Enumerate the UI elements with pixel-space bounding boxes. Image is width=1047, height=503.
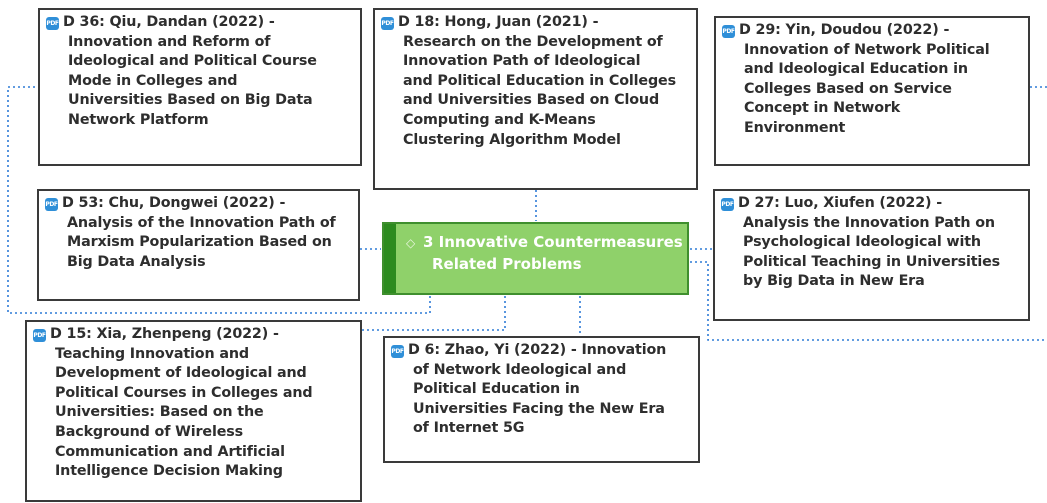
node-line: Mode in Colleges and [68, 72, 238, 89]
pdf-icon: PDF [391, 345, 404, 358]
node-line: Teaching Innovation and [55, 345, 249, 362]
node-line: Innovation and Reform of [68, 33, 271, 50]
source-node-d53[interactable]: PDF D 53: Chu, Dongwei (2022) - Analysis … [37, 189, 360, 301]
connector-d15 [362, 296, 506, 331]
node-line: Network Platform [68, 111, 209, 128]
node-line: and Universities Based on Cloud [403, 92, 660, 109]
node-line: Colleges Based on Service [744, 80, 952, 97]
source-node-d29[interactable]: PDF D 29: Yin, Doudou (2022) - Innovation… [714, 16, 1030, 166]
node-line: Innovation Path of Ideological [403, 53, 641, 70]
node-line: Analysis of the Innovation Path of [67, 214, 336, 231]
pdf-icon: PDF [381, 17, 394, 30]
node-line: of Network Ideological and [413, 361, 627, 378]
pdf-icon: PDF [46, 17, 59, 30]
node-line: Universities: Based on the [55, 404, 264, 421]
connector-d36 [7, 86, 431, 314]
pdf-icon: PDF [722, 25, 735, 38]
central-node-accent-stripe [384, 224, 396, 293]
central-topic-line2: Related Problems [432, 255, 582, 273]
node-line: and Ideological Education in [744, 61, 968, 78]
node-line: Environment [744, 119, 846, 136]
node-heading: D 15: Xia, Zhenpeng (2022) - [50, 326, 279, 342]
node-line: Development of Ideological and [55, 365, 307, 382]
pdf-icon: PDF [45, 198, 58, 211]
node-line: Concept in Network [744, 100, 901, 117]
node-heading: D 36: Qiu, Dandan (2022) - [63, 14, 275, 30]
node-line: of Internet 5G [413, 420, 525, 437]
node-line: Research on the Development of [403, 33, 663, 50]
node-line: Computing and K-Means [403, 111, 596, 128]
source-node-d36[interactable]: PDF D 36: Qiu, Dandan (2022) - Innovation… [38, 8, 362, 166]
connector-d27 [690, 248, 1047, 341]
node-line: Background of Wireless [55, 423, 243, 440]
node-heading: D 18: Hong, Juan (2021) - [398, 14, 599, 30]
central-topic-line1: 3 Innovative Countermeasures [423, 233, 683, 251]
source-node-d18[interactable]: PDF D 18: Hong, Juan (2021) - Research on… [373, 8, 698, 190]
node-line: Communication and Artificial [55, 443, 285, 460]
node-line: Psychological Ideological with [743, 234, 981, 251]
node-line: by Big Data in New Era [743, 273, 925, 290]
node-heading: D 27: Luo, Xiufen (2022) - [738, 195, 942, 211]
pdf-icon: PDF [33, 329, 46, 342]
central-topic-label: ◇ 3 Innovative Countermeasures Related Pr… [406, 232, 683, 275]
node-line: Political Courses in Colleges and [55, 384, 313, 401]
diamond-icon: ◇ [406, 236, 416, 250]
node-line: Intelligence Decision Making [55, 463, 283, 480]
node-line: Ideological and Political Course [68, 53, 317, 70]
node-heading: D 6: Zhao, Yi (2022) - Innovation [408, 342, 667, 358]
node-line: Universities Based on Big Data [68, 92, 313, 109]
source-node-d15[interactable]: PDF D 15: Xia, Zhenpeng (2022) - Teaching… [25, 320, 362, 502]
node-heading: D 53: Chu, Dongwei (2022) - [62, 195, 286, 211]
node-line: Universities Facing the New Era [413, 400, 665, 417]
node-line: Political Teaching in Universities [743, 253, 1001, 270]
node-line: Marxism Popularization Based on [67, 234, 332, 251]
node-line: Big Data Analysis [67, 253, 206, 270]
node-line: Political Education in [413, 381, 580, 398]
node-line: Innovation of Network Political [744, 41, 990, 58]
node-line: Analysis the Innovation Path on [743, 214, 995, 231]
node-line: Clustering Algorithm Model [403, 131, 621, 148]
source-node-d6[interactable]: PDF D 6: Zhao, Yi (2022) - Innovation of … [383, 336, 700, 463]
source-node-d27[interactable]: PDF D 27: Luo, Xiufen (2022) - Analysis t… [713, 189, 1030, 321]
pdf-icon: PDF [721, 198, 734, 211]
central-topic-node[interactable]: ◇ 3 Innovative Countermeasures Related Pr… [382, 222, 689, 295]
node-line: and Political Education in Colleges [403, 72, 676, 89]
node-heading: D 29: Yin, Doudou (2022) - [739, 22, 950, 38]
